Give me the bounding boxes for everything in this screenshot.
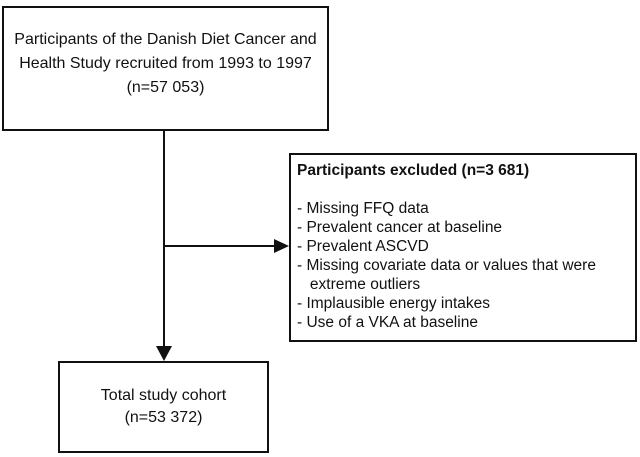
exclusion-item-continuation: extreme outliers: [297, 276, 421, 293]
exclusion-item: - Missing covariate data or values that …: [297, 257, 596, 274]
exclusion-item: - Missing FFQ data: [297, 200, 429, 217]
cohort-count: (n=53 372): [124, 409, 203, 426]
right-arrowhead: [274, 239, 289, 253]
cohort-box: Total study cohort (n=53 372): [58, 361, 269, 453]
exclusion-title: Participants excluded (n=3 681): [297, 162, 530, 179]
exclusion-item: - Use of a VKA at baseline: [297, 314, 478, 331]
exclusion-box: Participants excluded (n=3 681) - Missin…: [289, 153, 637, 342]
exclusion-item: - Prevalent cancer at baseline: [297, 219, 503, 236]
cohort-label: Total study cohort: [100, 387, 227, 404]
exclusion-item: - Implausible energy intakes: [297, 295, 490, 312]
recruitment-box: Participants of the Danish Diet Cancer a…: [2, 6, 329, 131]
recruitment-line-1: Participants of the Danish Diet Cancer a…: [14, 30, 317, 48]
recruitment-count: (n=57 053): [126, 78, 205, 96]
recruitment-line-2: Health Study recruited from 1993 to 1997: [19, 54, 312, 72]
exclusion-item: - Prevalent ASCVD: [297, 238, 429, 255]
down-arrowhead: [156, 346, 172, 361]
